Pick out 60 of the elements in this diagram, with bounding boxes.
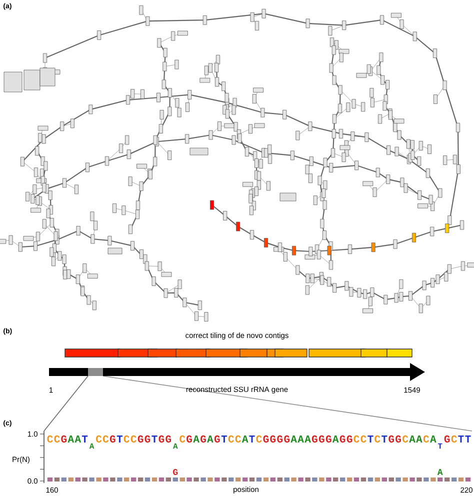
sequence-letter: A bbox=[430, 436, 436, 442]
sequence-letter: T bbox=[116, 436, 123, 442]
sequence-letter: T bbox=[152, 436, 158, 442]
sequence-letter: A bbox=[290, 436, 297, 442]
sequence-letter: T bbox=[382, 436, 388, 442]
sequence-letter: C bbox=[402, 435, 408, 443]
sequence-letter: C bbox=[235, 435, 241, 443]
sequence-letter: G bbox=[173, 468, 178, 476]
sequence-letter: C bbox=[96, 435, 102, 443]
sequence-letter: C bbox=[423, 435, 430, 443]
sequence-letter: A bbox=[332, 436, 339, 442]
sequence-letter: G bbox=[144, 435, 150, 443]
sequence-letter: A bbox=[416, 436, 422, 442]
sequence-letter: A bbox=[298, 436, 304, 442]
sequence-letter: T bbox=[221, 436, 228, 442]
sequence-letter: A bbox=[409, 436, 416, 442]
sequence-letter: G bbox=[312, 435, 318, 443]
sequence-letter: T bbox=[82, 436, 88, 442]
sequence-letter: C bbox=[256, 435, 262, 443]
sequence-letter: A bbox=[68, 436, 74, 442]
sequence-letter: C bbox=[374, 435, 380, 443]
sequence-letter: G bbox=[214, 435, 220, 443]
sequence-letter: G bbox=[186, 435, 192, 443]
sequence-letter: G bbox=[200, 435, 206, 443]
sequence-letter: G bbox=[444, 435, 450, 443]
sequence-letter: G bbox=[396, 435, 401, 443]
sequence-letter: G bbox=[138, 435, 144, 443]
sequence-letter: T bbox=[458, 436, 464, 442]
sequence-letter: G bbox=[270, 435, 276, 443]
sequence-letter: C bbox=[124, 435, 130, 443]
sequence-letter: C bbox=[228, 435, 234, 443]
sequence-letter: T bbox=[465, 436, 471, 442]
sequence-letter: G bbox=[284, 435, 290, 443]
sequence-letter: G bbox=[326, 435, 332, 443]
sequence-letter: C bbox=[130, 435, 136, 443]
sequence-letter: G bbox=[158, 435, 164, 443]
sequence-letter: G bbox=[166, 435, 172, 443]
sequence-letter: G bbox=[346, 435, 352, 443]
sequence-letter: A bbox=[304, 436, 311, 442]
sequence-letter: G bbox=[318, 435, 324, 443]
sequence-letter: A bbox=[437, 469, 443, 475]
sequence-letter: T bbox=[249, 436, 255, 442]
sequence-letter: C bbox=[180, 435, 186, 443]
sequence-letter: G bbox=[277, 435, 283, 443]
sequence-letter: A bbox=[193, 436, 200, 442]
sequence-letter: A bbox=[242, 436, 248, 442]
sequence-letter: C bbox=[47, 435, 53, 443]
sequence-letter: A bbox=[74, 436, 82, 442]
sequence-letter: G bbox=[388, 435, 394, 443]
sequence-letter: A bbox=[207, 436, 214, 442]
sequence-letter: C bbox=[354, 435, 360, 443]
sequence-letter: T bbox=[368, 436, 374, 442]
sequence-letter: C bbox=[102, 435, 109, 443]
sequence-letter: G bbox=[110, 435, 116, 443]
sequence-letter: G bbox=[263, 435, 269, 443]
sequence-letter: G bbox=[61, 435, 67, 443]
sequence-letter: C bbox=[54, 435, 60, 443]
sequence-letter: G bbox=[340, 435, 346, 443]
sequence-letter: C bbox=[451, 435, 457, 443]
sequence-letter: C bbox=[360, 435, 366, 443]
